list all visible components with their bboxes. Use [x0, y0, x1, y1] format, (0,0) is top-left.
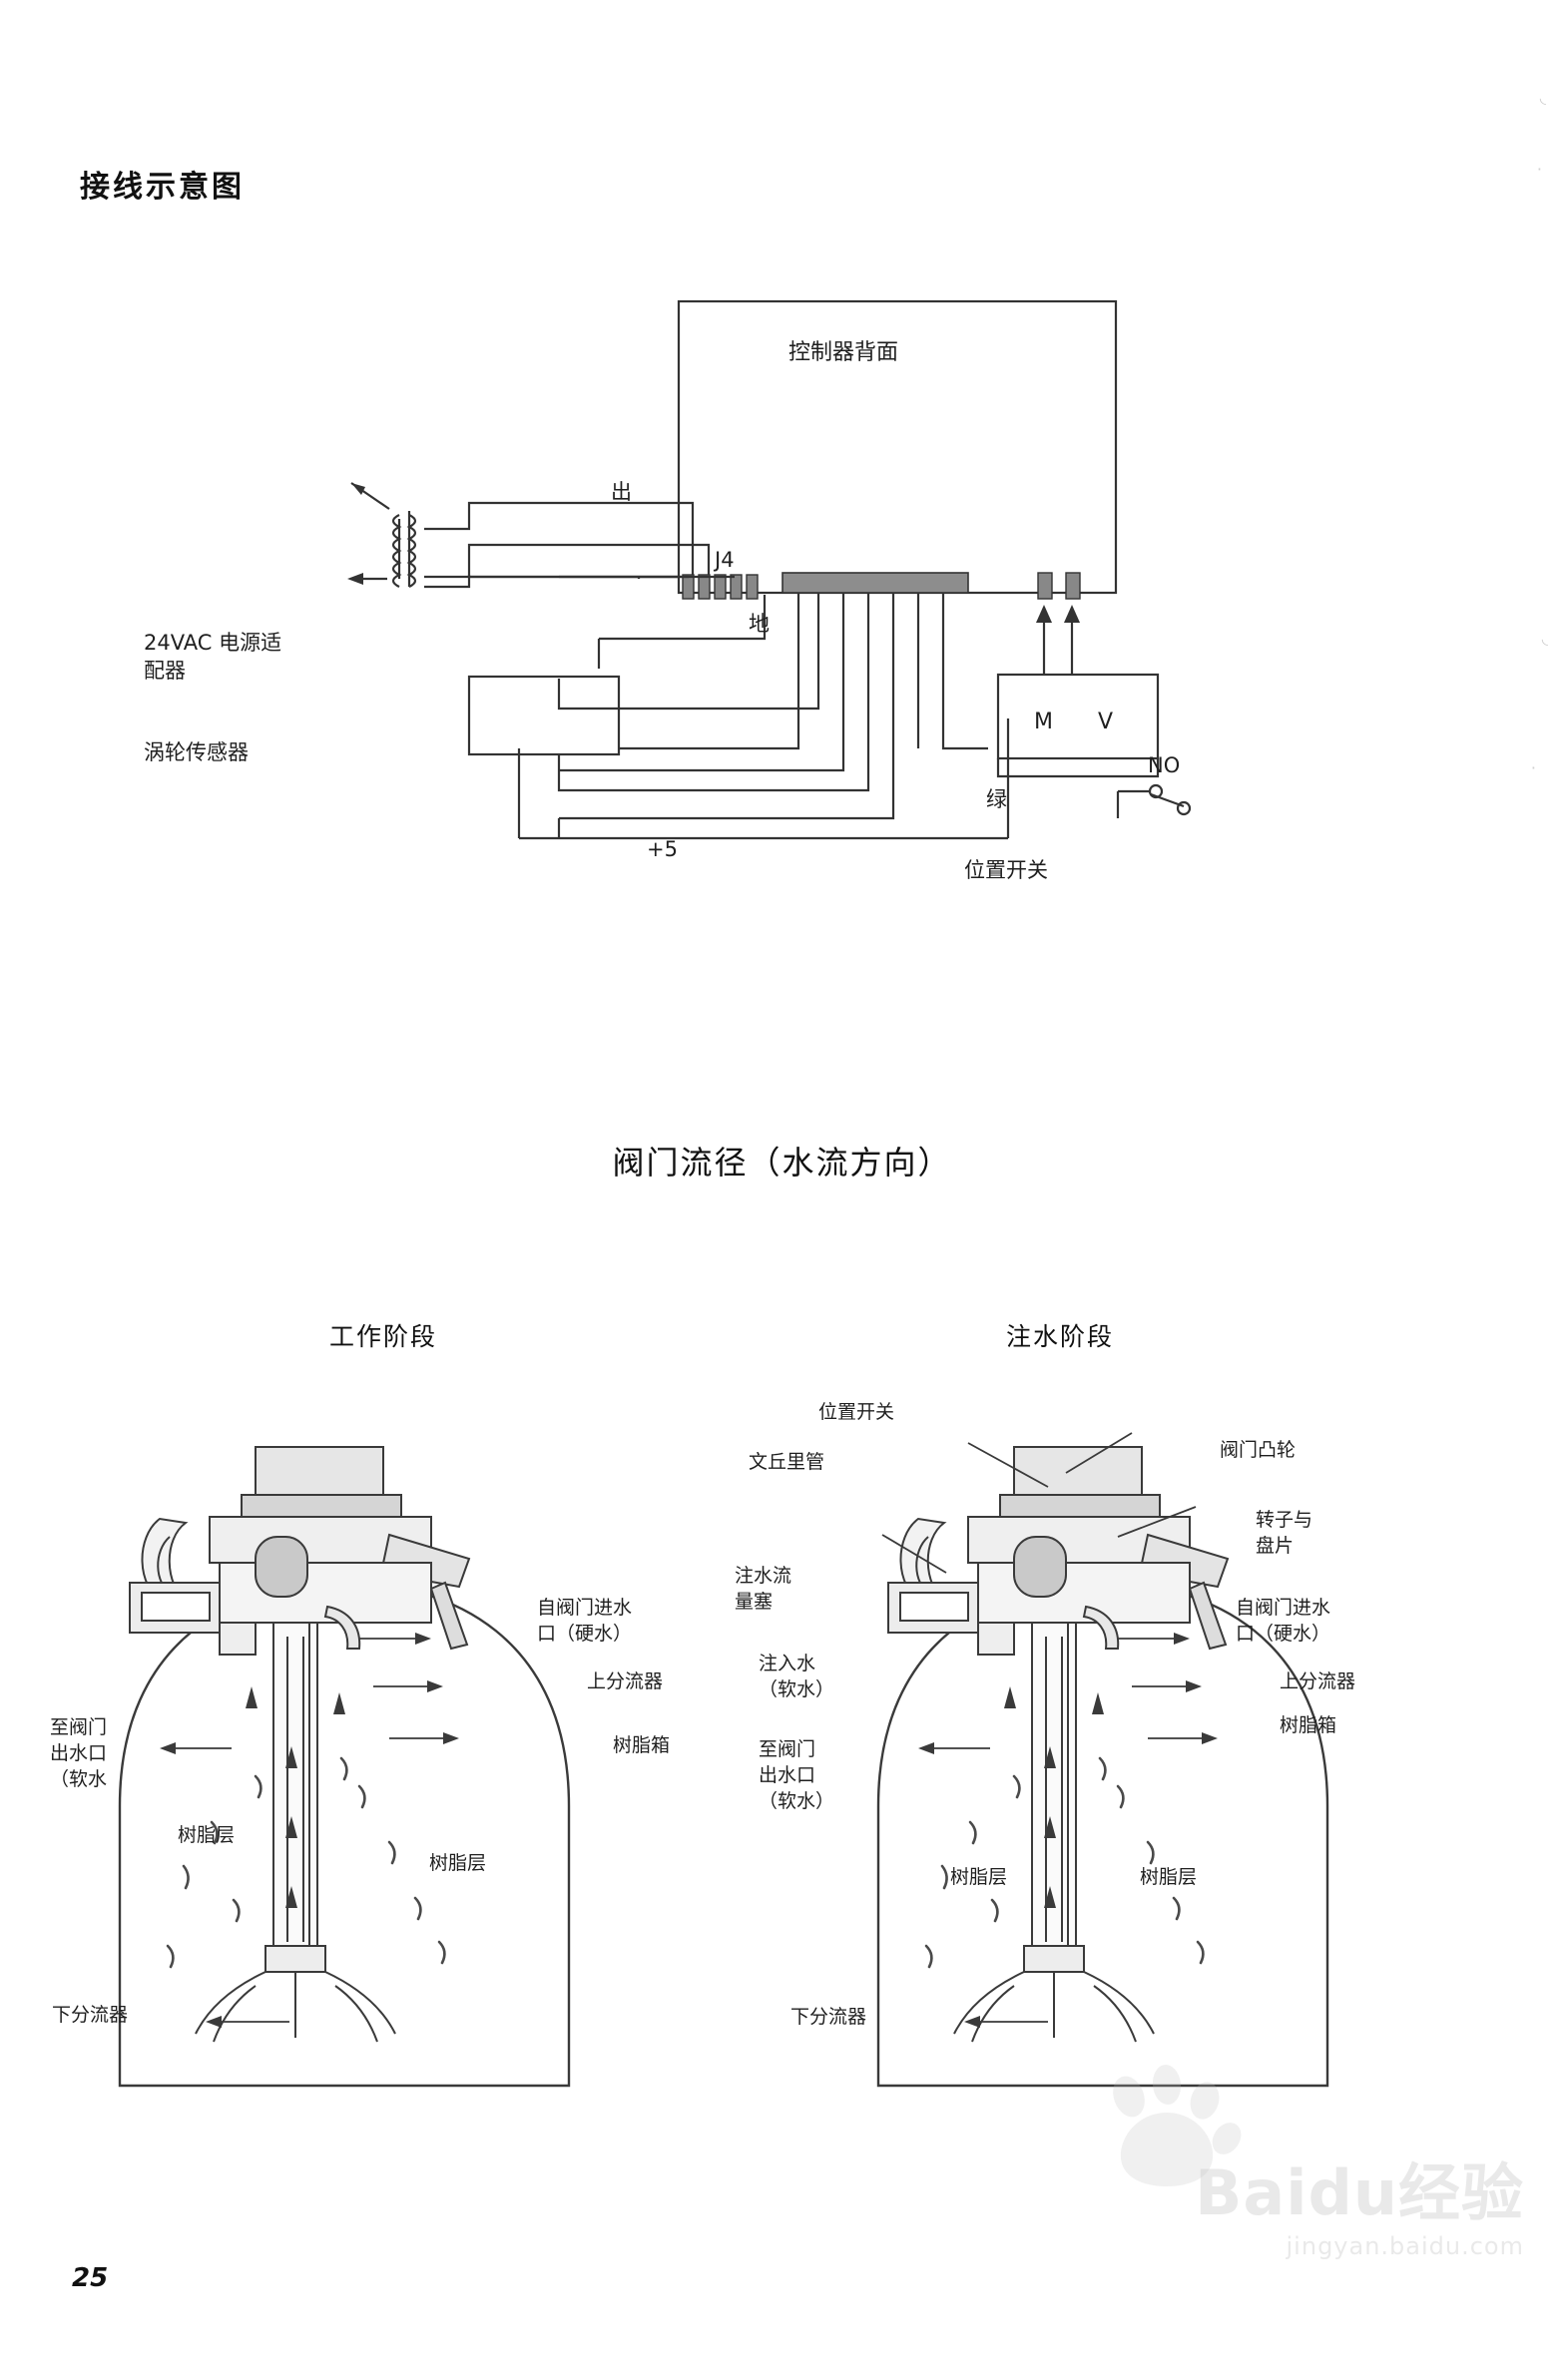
label-right-valve-cam: 阀门凸轮: [1220, 1439, 1297, 1461]
label-right-resin-layer-2: 树脂层: [1140, 1866, 1198, 1888]
scan-mark: ·: [1530, 758, 1536, 777]
paw-logo-icon: [1095, 2061, 1245, 2190]
label-right-venturi-tube: 文丘里管: [749, 1451, 825, 1473]
turbine-sensor-label: 涡轮传感器: [144, 740, 249, 764]
label-right-resin-layer-1: 树脂层: [950, 1866, 1008, 1888]
label-right-resin-tank: 树脂箱: [1280, 1714, 1337, 1736]
out-label: 出: [611, 480, 632, 504]
watermark-brand: Baidu经验: [1195, 2156, 1524, 2229]
label-right-flow-plug: 注水流 量塞: [735, 1565, 792, 1613]
sensor-box: [467, 675, 621, 756]
plus5-label: +5: [647, 837, 678, 861]
label-left-to-outlet: 至阀门 出水口 （软水: [50, 1716, 108, 1790]
label-right-inlet: 自阀门进水 口（硬水）: [1236, 1597, 1331, 1645]
label-left-lower-distributor: 下分流器: [52, 2004, 129, 2026]
valve-flow-title: 阀门流径（水流方向）: [612, 1144, 952, 1182]
valve-diagram-refill: [818, 1387, 1497, 2088]
no-label: NO: [1148, 753, 1180, 777]
page-number: 25: [72, 2263, 109, 2293]
power-adapter-label: 24VAC 电源适 配器: [144, 631, 282, 683]
label-left-resin-layer-2: 树脂层: [429, 1852, 487, 1874]
stage-heading-left: 工作阶段: [329, 1322, 438, 1351]
stage-heading-right: 注水阶段: [1006, 1322, 1115, 1351]
motor-label: M: [1034, 710, 1053, 734]
motor-valve-box: [996, 673, 1160, 760]
label-right-rotor-disc: 转子与 盘片: [1256, 1509, 1313, 1557]
label-left-upper-distributor: 上分流器: [587, 1670, 664, 1692]
scan-mark: ◟: [1539, 88, 1546, 107]
green-label: 绿: [986, 787, 1007, 811]
j4-label: J4: [713, 548, 735, 572]
valve-diagram-working: [60, 1387, 739, 2088]
label-right-upper-distributor: 上分流器: [1280, 1670, 1356, 1692]
page-title: 接线示意图: [80, 170, 245, 205]
watermark: Baidu经验 jingyan.baidu.com: [1195, 2142, 1524, 2260]
label-left-resin-tank: 树脂箱: [613, 1734, 671, 1756]
scan-mark: ◟: [1541, 629, 1548, 648]
position-switch-label: 位置开关: [964, 858, 1048, 882]
label-right-brine-in: 注入水 （软水）: [759, 1653, 835, 1700]
valve-label: V: [1098, 710, 1113, 734]
label-left-resin-layer-1: 树脂层: [178, 1824, 236, 1846]
wiring-diagram: 控制器背面 J4 出 地 +5 M V 绿 NO: [0, 279, 1564, 1008]
label-right-position-switch: 位置开关: [818, 1401, 895, 1423]
label-right-lower-distributor: 下分流器: [790, 2006, 867, 2028]
scan-mark: ·: [1536, 160, 1542, 179]
label-left-inlet: 自阀门进水 口（硬水）: [537, 1597, 633, 1645]
controller-back-label: 控制器背面: [788, 340, 898, 365]
label-right-to-outlet: 至阀门 出水口 （软水）: [759, 1738, 835, 1812]
watermark-url: jingyan.baidu.com: [1286, 2232, 1524, 2260]
ground-label: 地: [749, 612, 770, 636]
